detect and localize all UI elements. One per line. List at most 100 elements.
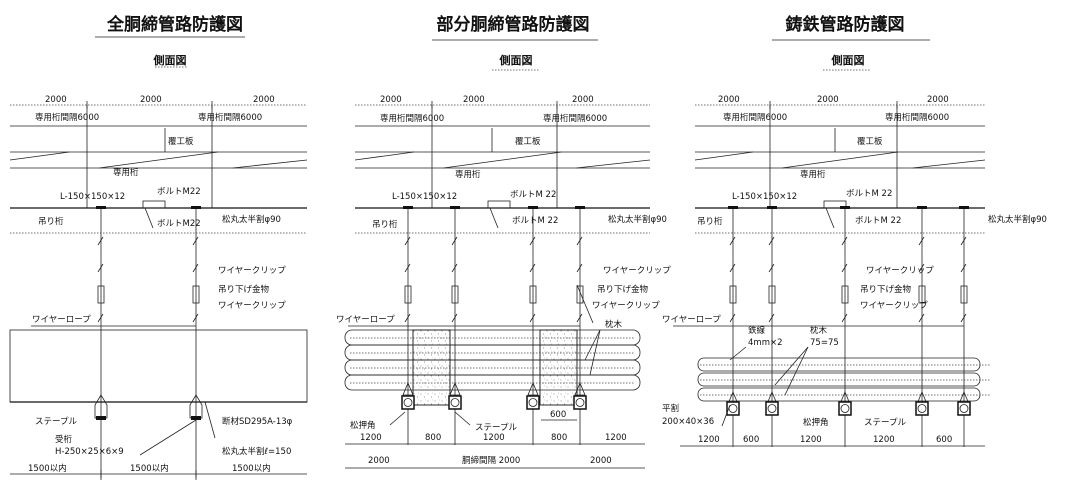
pine-square-icon xyxy=(401,395,415,410)
wire-clip-icon xyxy=(451,313,458,323)
dim-top: 2000 xyxy=(572,95,594,105)
cover-plate-joint xyxy=(443,151,562,169)
dedicated-girder-label: 専用桁 xyxy=(455,169,481,180)
hanger-fitting-icon xyxy=(841,285,849,304)
staple-icon xyxy=(402,381,414,396)
wire-clip-icon xyxy=(768,236,775,246)
wire-clip-icon xyxy=(960,236,967,246)
concrete-band xyxy=(539,329,578,406)
iron-wire-label: 鉄線 xyxy=(748,325,766,336)
girder-spacing-label: 専用桁間隔6000 xyxy=(380,113,444,124)
pine-square-core xyxy=(917,404,927,413)
half-log-icon xyxy=(728,206,738,209)
leader xyxy=(584,329,601,361)
pine-square-icon xyxy=(957,401,971,416)
half-log-icon xyxy=(959,206,969,209)
half-log-icon xyxy=(450,206,460,209)
wire-clip-icon xyxy=(729,313,736,323)
angle-label: L-150×150×12 xyxy=(732,192,797,202)
cover-plate-label: 覆工板 xyxy=(857,136,883,147)
half-log-icon xyxy=(191,206,201,209)
dim-bottom: 1200 xyxy=(483,433,505,443)
wire-rope-label: ワイヤーロープ xyxy=(336,315,395,325)
hanger-fitting-icon xyxy=(97,285,105,304)
cover-plate-joint xyxy=(232,159,308,169)
dedicated-girder-label: 専用桁 xyxy=(800,169,826,180)
dim-bottom: 1500以内 xyxy=(232,463,271,474)
wire-clip-label: ワイヤークリップ xyxy=(603,266,671,276)
dedicated-girder-label: 専用桁 xyxy=(113,167,139,178)
pine-square-core xyxy=(528,398,538,407)
pipe xyxy=(697,387,981,402)
bolt-leader xyxy=(144,207,154,229)
sleeper-spec: 75=75 xyxy=(810,338,839,348)
hanger-label: 吊り下げ金物 xyxy=(218,284,270,295)
dim-top: 2000 xyxy=(927,95,949,105)
pine-square-icon xyxy=(915,401,929,416)
pipe xyxy=(344,359,641,376)
concrete-band xyxy=(412,329,451,406)
pine-square-core xyxy=(450,398,460,407)
wire-clip-icon xyxy=(404,313,411,323)
panel-subtitle: 側面図 xyxy=(153,53,187,67)
hanger-label: 吊り下げ金物 xyxy=(860,284,912,295)
dim-bottom: 胴締間隔 2000 xyxy=(462,455,520,466)
pine-square-icon xyxy=(573,395,587,410)
dim-top: 2000 xyxy=(817,95,839,105)
pine-square-label: 松押角 xyxy=(350,420,376,431)
cover-plate-joint xyxy=(354,151,415,161)
leader xyxy=(454,411,471,426)
leader xyxy=(589,329,601,376)
cover-plate-label: 覆工板 xyxy=(515,136,541,147)
wire-clip-icon xyxy=(192,263,199,273)
panel-partial-wrap: 部分胴締管路防護図 側面図 2000 2000 2000 専用桁間隔6000 専… xyxy=(336,14,671,466)
half-log-label: 松丸太半割φ90 xyxy=(608,214,667,225)
hanger-fitting-icon xyxy=(404,285,412,304)
wire-clip-icon xyxy=(960,313,967,323)
wire-clip-icon xyxy=(576,263,583,273)
hanger-fitting-icon xyxy=(451,285,459,304)
bolt-label: ボルトM22 xyxy=(157,187,201,197)
bolt-label: ボルトM 22 xyxy=(512,216,558,226)
pine-square-core xyxy=(959,404,969,413)
dim-top: 2000 xyxy=(140,95,162,105)
wire-rope-label: ワイヤーロープ xyxy=(32,315,91,325)
cover-plate-joint xyxy=(576,159,651,169)
receiving-girder-label: 受桁 xyxy=(55,434,73,445)
wire-clip-label: ワイヤークリップ xyxy=(592,301,660,311)
wire-clip-label: ワイヤークリップ xyxy=(218,301,286,311)
wire-clip-icon xyxy=(841,236,848,246)
pine-square-core xyxy=(403,398,413,407)
wire-clip-icon xyxy=(192,313,199,323)
leader xyxy=(139,419,197,456)
bolt-leader xyxy=(489,207,499,229)
angle-label: L-150×150×12 xyxy=(392,192,457,202)
leader xyxy=(204,401,216,439)
pine-square-core xyxy=(575,398,585,407)
sleeper-label: 枕木 xyxy=(810,325,828,336)
dim-bottom: 800 xyxy=(425,433,441,443)
half-log-icon xyxy=(917,206,927,209)
dedicated-girder-plate xyxy=(487,200,511,209)
hanger-fitting-icon xyxy=(918,285,926,304)
dim-top: 2000 xyxy=(45,95,67,105)
hanger-fitting-icon xyxy=(729,285,737,304)
hanger-fitting-icon xyxy=(960,285,968,304)
rebar-label: 断材SD295A-13φ xyxy=(222,416,293,427)
dim-bottom: 1200 xyxy=(605,433,627,443)
bolt-label: ボルトM 22 xyxy=(855,216,901,226)
hanger-fitting-icon xyxy=(576,285,584,304)
pipe xyxy=(344,344,641,361)
flat-split-spec: 200×40×36 xyxy=(662,417,714,427)
panel-title: 部分胴締管路防護図 xyxy=(437,14,590,35)
sleeper-label: 枕木 xyxy=(605,319,623,330)
wire-clip-icon xyxy=(529,263,536,273)
half-log-icon xyxy=(96,206,106,209)
pine-square-icon xyxy=(838,401,852,416)
staple-icon xyxy=(527,381,539,396)
hanging-girder-label: 吊り桁 xyxy=(697,216,723,227)
hanger-fitting-icon xyxy=(192,285,200,304)
leader xyxy=(729,346,747,361)
dim-bottom: 1200 xyxy=(360,433,382,443)
